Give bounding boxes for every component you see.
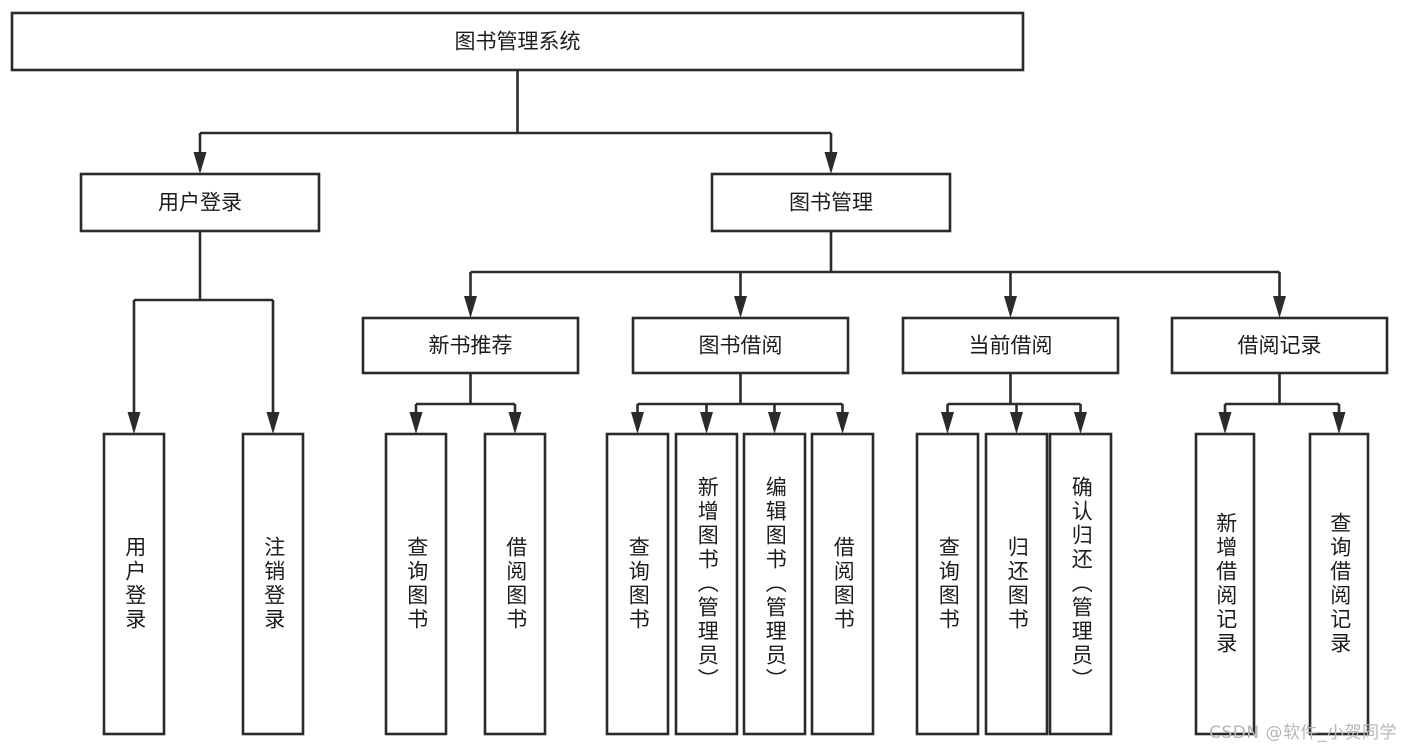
node-box <box>1170 316 1389 375</box>
node-label: 当前借阅 <box>969 334 1053 358</box>
node-label: 新书推荐 <box>429 334 513 358</box>
connector-current-bus <box>941 373 1087 434</box>
node-label-container: 用户登录 <box>122 536 147 632</box>
node-leaf-bk-borrow[interactable]: 借阅图书 <box>810 432 875 736</box>
node-label: 归还图书 <box>1005 536 1030 632</box>
node-layer: 图书管理系统用户登录图书管理新书推荐图书借阅当前借阅借阅记录用户登录注销登录查询… <box>10 11 1389 736</box>
node-label: 图书管理 <box>789 191 873 215</box>
node-label: 图书管理系统 <box>455 30 581 54</box>
node-label: 编辑图书（管理员） <box>763 476 788 692</box>
node-root[interactable]: 图书管理系统 <box>10 11 1025 72</box>
node-box <box>361 316 580 375</box>
node-leaf-user-login[interactable]: 用户登录 <box>102 432 166 736</box>
node-box <box>810 432 875 736</box>
node-box <box>102 432 166 736</box>
node-label: 借阅记录 <box>1238 334 1322 358</box>
node-label: 新增借阅记录 <box>1213 512 1238 656</box>
node-label-container: 查询图书 <box>626 536 651 632</box>
node-box <box>241 432 305 736</box>
node-box <box>631 316 850 375</box>
node-label: 借阅图书 <box>503 536 528 632</box>
node-leaf-new-borrow[interactable]: 借阅图书 <box>483 432 547 736</box>
node-box <box>79 172 321 233</box>
node-label-container: 查询图书 <box>404 536 429 632</box>
connector-borrow-bus <box>631 373 849 434</box>
node-label: 图书借阅 <box>699 334 783 358</box>
node-leaf-cur-confirm[interactable]: 确认归还（管理员） <box>1048 432 1113 736</box>
node-label-container: 查询图书 <box>936 536 961 632</box>
node-box <box>483 432 547 736</box>
node-box <box>915 432 980 736</box>
connector-record-bus <box>1218 373 1346 434</box>
node-label-container: 借阅图书 <box>503 536 528 632</box>
node-leaf-cur-query[interactable]: 查询图书 <box>915 432 980 736</box>
connector-user-bus <box>127 231 280 434</box>
connector-book-bus <box>464 231 1286 318</box>
node-leaf-rec-add[interactable]: 新增借阅记录 <box>1194 432 1256 736</box>
node-label-container: 注销登录 <box>261 536 286 632</box>
node-label-container: 新增图书（管理员） <box>695 476 720 692</box>
node-box <box>605 432 670 736</box>
node-box <box>10 11 1025 72</box>
node-leaf-bk-edit[interactable]: 编辑图书（管理员） <box>742 432 807 736</box>
node-label-container: 查询借阅记录 <box>1327 512 1352 656</box>
connector-layer <box>127 70 1346 434</box>
node-label-container: 归还图书 <box>1005 536 1030 632</box>
node-box <box>984 432 1049 736</box>
node-label-container: 确认归还（管理员） <box>1069 476 1094 692</box>
node-label: 借阅图书 <box>831 536 856 632</box>
node-box <box>384 432 448 736</box>
node-l2-current[interactable]: 当前借阅 <box>901 316 1120 375</box>
node-label: 查询图书 <box>936 536 961 632</box>
node-label: 查询借阅记录 <box>1327 512 1352 656</box>
node-label-container: 新增借阅记录 <box>1213 512 1238 656</box>
node-label: 新增图书（管理员） <box>695 476 720 692</box>
node-l2-borrow[interactable]: 图书借阅 <box>631 316 850 375</box>
node-box <box>710 172 952 233</box>
node-box <box>1194 432 1256 736</box>
node-leaf-cur-return[interactable]: 归还图书 <box>984 432 1049 736</box>
node-leaf-new-query[interactable]: 查询图书 <box>384 432 448 736</box>
node-label-container: 编辑图书（管理员） <box>763 476 788 692</box>
node-leaf-bk-add[interactable]: 新增图书（管理员） <box>674 432 739 736</box>
node-label: 查询图书 <box>404 536 429 632</box>
node-l1-user[interactable]: 用户登录 <box>79 172 321 233</box>
node-box <box>901 316 1120 375</box>
node-leaf-user-logout[interactable]: 注销登录 <box>241 432 305 736</box>
node-l2-new[interactable]: 新书推荐 <box>361 316 580 375</box>
node-label: 确认归还（管理员） <box>1069 476 1094 692</box>
node-box <box>1048 432 1113 736</box>
connector-root-bus <box>193 70 838 174</box>
node-label: 注销登录 <box>261 536 286 632</box>
node-label: 用户登录 <box>122 536 147 632</box>
node-label: 用户登录 <box>158 191 242 215</box>
node-l2-record[interactable]: 借阅记录 <box>1170 316 1389 375</box>
node-l1-book[interactable]: 图书管理 <box>710 172 952 233</box>
node-label: 查询图书 <box>626 536 651 632</box>
node-label-container: 借阅图书 <box>831 536 856 632</box>
connector-new-bus <box>409 373 522 434</box>
node-box <box>1308 432 1370 736</box>
node-box <box>742 432 807 736</box>
node-leaf-rec-query[interactable]: 查询借阅记录 <box>1308 432 1370 736</box>
node-box <box>674 432 739 736</box>
node-leaf-bk-query[interactable]: 查询图书 <box>605 432 670 736</box>
